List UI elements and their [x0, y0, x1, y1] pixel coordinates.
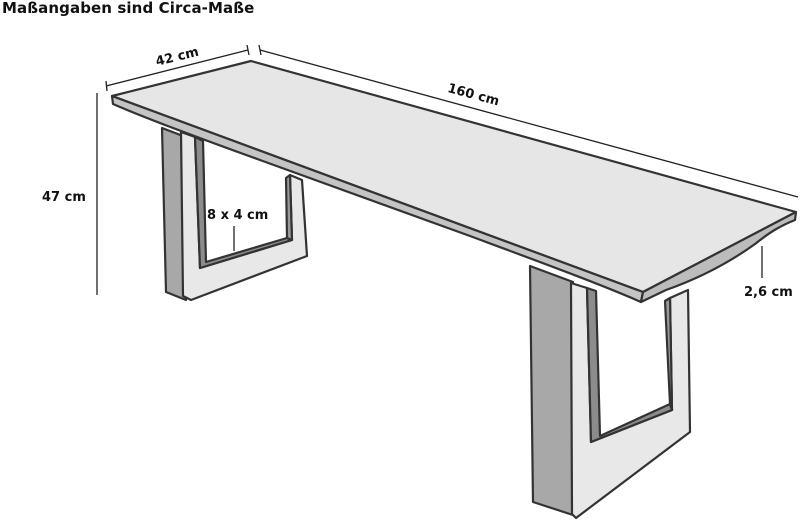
depth-label: 42 cm [154, 45, 200, 70]
left-leg-side [160, 126, 188, 302]
leg-profile-label: 8 x 4 cm [207, 208, 268, 223]
tabletop-front-edge [110, 94, 645, 304]
height-label: 47 cm [42, 190, 86, 205]
length-dimension-line [259, 49, 799, 198]
left-leg [160, 126, 309, 302]
thickness-label: 2,6 cm [744, 285, 793, 300]
tabletop-end-edge [639, 210, 798, 304]
right-leg [528, 264, 692, 520]
depth-dimension-line [105, 49, 249, 87]
page-title: Maßangaben sind Circa-Maße [2, 0, 255, 17]
right-leg-side [528, 264, 575, 517]
tabletop [110, 59, 798, 304]
dimension-lines [96, 44, 799, 295]
length-label: 160 cm [446, 81, 501, 109]
